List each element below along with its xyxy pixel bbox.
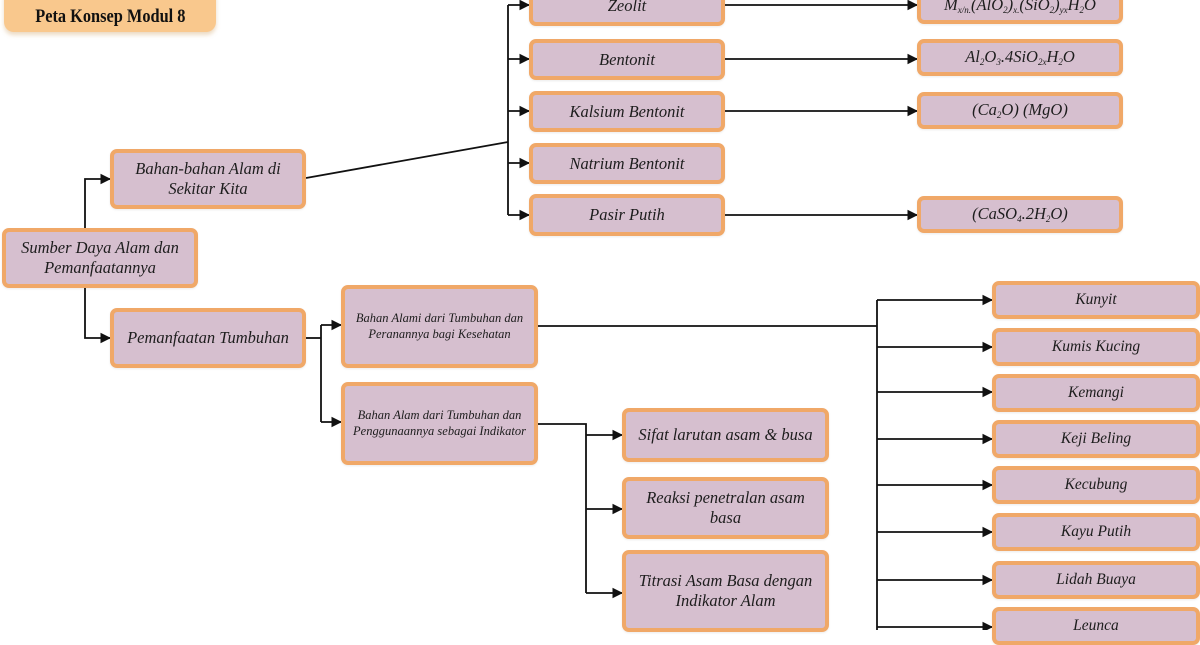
node-plants: Pemanfaatan Tumbuhan	[110, 308, 306, 368]
node-indicator: Bahan Alam dari Tumbuhan dan Penggunaann…	[341, 382, 538, 465]
node-material-kalsium-bentonit: Kalsium Bentonit	[529, 91, 725, 132]
node-topic-sifat-larutan: Sifat larutan asam & busa	[622, 408, 829, 462]
node-materials: Bahan-bahan Alam di Sekitar Kita	[110, 149, 306, 209]
connector-materials-trunk	[305, 141, 509, 179]
node-formula-pasir-putih: (CaSO4.2H2O)	[917, 196, 1123, 233]
chemical-formula: Mx/n.(AlO2)x.(SiO2)yxH2O	[944, 0, 1096, 15]
connector-root-materials	[84, 173, 112, 228]
connector-lines	[84, 0, 994, 630]
node-material-natrium-bentonit: Natrium Bentonit	[529, 143, 725, 184]
node-plant-kemangi: Kemangi	[992, 374, 1200, 412]
node-material-pasir-putih: Pasir Putih	[529, 194, 725, 236]
node-formula-kalsium-bentonit: (Ca2O) (MgO)	[917, 92, 1123, 129]
page-title: Peta Konsep Modul 8	[34, 6, 186, 27]
node-plant-lidah-buaya: Lidah Buaya	[992, 561, 1200, 599]
connector-indicator-spine	[538, 423, 587, 593]
node-plant-kayu-putih: Kayu Putih	[992, 513, 1200, 551]
chemical-formula: (Ca2O) (MgO)	[972, 100, 1068, 121]
title-badge: Peta Konsep Modul 8	[4, 0, 216, 32]
node-material-zeolit: Zeolit	[529, 0, 725, 26]
node-material-bentonit: Bentonit	[529, 39, 725, 80]
node-formula-bentonit: Al2O3.4SiO2xH2O	[917, 39, 1123, 76]
node-plant-keji-beling: Keji Beling	[992, 420, 1200, 458]
node-topic-titrasi: Titrasi Asam Basa dengan Indikator Alam	[622, 550, 829, 632]
chemical-formula: Al2O3.4SiO2xH2O	[965, 47, 1075, 68]
node-formula-zeolit: Mx/n.(AlO2)x.(SiO2)yxH2O	[917, 0, 1123, 24]
node-plant-kumis-kucing: Kumis Kucing	[992, 328, 1200, 366]
node-plant-kecubung: Kecubung	[992, 466, 1200, 504]
node-health: Bahan Alami dari Tumbuhan dan Peranannya…	[341, 285, 538, 368]
node-root: Sumber Daya Alam dan Pemanfaatannya	[2, 228, 198, 288]
node-topic-reaksi-penetralan: Reaksi penetralan asam basa	[622, 477, 829, 539]
node-plant-leunca: Leunca	[992, 607, 1200, 645]
node-plant-kunyit: Kunyit	[992, 281, 1200, 319]
connector-root-plants	[84, 288, 112, 344]
chemical-formula: (CaSO4.2H2O)	[972, 204, 1068, 225]
